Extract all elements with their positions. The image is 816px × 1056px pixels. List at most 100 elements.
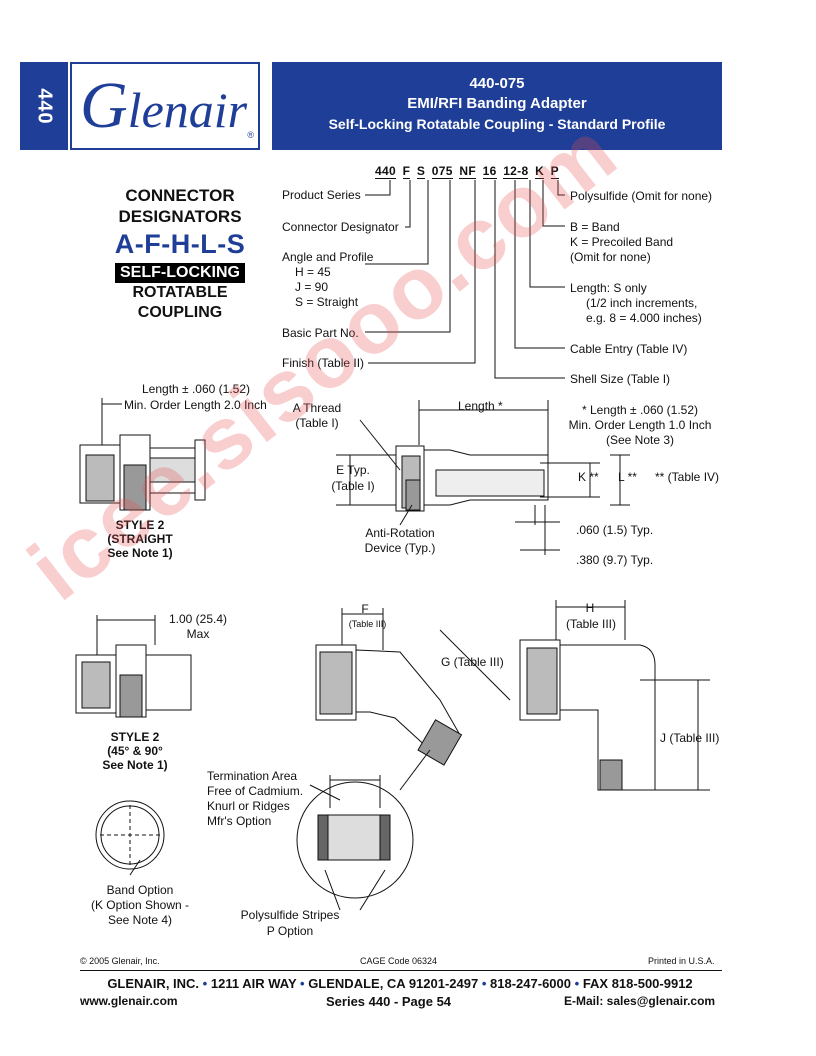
self-locking-badge: SELF-LOCKING — [115, 263, 245, 283]
band-option-line2: (K Option Shown - — [90, 898, 190, 912]
note-length-tol: * Length ± .060 (1.52) — [582, 403, 698, 417]
band-option-line1: Band Option — [106, 883, 174, 897]
footer-bullet: • — [300, 976, 305, 991]
pn-cable: 12-8 — [503, 164, 529, 179]
polysulfide-stripes-line1: Polysulfide Stripes — [240, 908, 340, 922]
label-cable-entry: Cable Entry (Table IV) — [570, 342, 688, 356]
label-angle-j: J = 90 — [295, 280, 329, 294]
label-g: G (Table III) — [441, 655, 504, 669]
band-option-line3: See Note 4) — [107, 913, 173, 927]
label-k-band: K = Precoiled Band — [570, 235, 674, 249]
label-anti-rotation: Anti-Rotation — [365, 526, 435, 540]
style-straight-caption: STYLE 2 (STRAIGHT See Note 1) — [90, 518, 190, 560]
label-band-omit: (Omit for none) — [570, 250, 651, 264]
pn-shell: 16 — [482, 164, 497, 179]
style-straight-line2: (STRAIGHT — [107, 532, 173, 546]
designator-line3: ROTATABLE — [132, 284, 228, 301]
section-tab: 440 — [20, 62, 68, 150]
footer-rule — [80, 970, 722, 971]
product-title: EMI/RFI Banding Adapter — [407, 95, 587, 112]
title-banner: 440-075 EMI/RFI Banding Adapter Self-Loc… — [272, 62, 722, 150]
style-angle-caption: STYLE 2 (45° & 90° See Note 1) — [85, 730, 185, 772]
label-connector-designator: Connector Designator — [282, 220, 399, 234]
label-h-table: (Table III) — [565, 617, 616, 631]
dim-380: .380 (9.7) Typ. — [576, 553, 654, 567]
pn-designator: F — [402, 164, 411, 179]
note-min-order: Min. Order Length 1.0 Inch — [568, 418, 712, 432]
label-angle-s: S = Straight — [295, 295, 359, 309]
footer-city: GLENDALE, CA 91201-2497 — [308, 976, 479, 991]
footer-company: GLENAIR, INC. — [107, 976, 200, 991]
style-angle-line3: See Note 1) — [102, 758, 168, 772]
logo-rest: lenair — [127, 82, 248, 138]
pn-poly: P — [550, 164, 559, 179]
pn-band: K — [535, 164, 545, 179]
label-length-s: Length: S only — [570, 281, 647, 295]
designator-codes: A-F-H-L-S — [114, 229, 246, 259]
connector-designators: CONNECTOR DESIGNATORS A-F-H-L-S SELF-LOC… — [80, 185, 280, 323]
glenair-logo: Glenair ® — [70, 62, 260, 150]
pn-series: 440 — [375, 164, 396, 179]
angle-45-drawing — [315, 608, 511, 766]
callout-lines-right — [494, 180, 565, 379]
footer-bullet: • — [481, 976, 487, 991]
label-product-series: Product Series — [282, 188, 361, 202]
footer-address: 1211 AIR WAY — [210, 976, 297, 991]
label-polysulfide: Polysulfide (Omit for none) — [570, 189, 713, 203]
pn-basic: 075 — [431, 164, 453, 179]
label-anti-rotation-device: Device (Typ.) — [364, 541, 436, 555]
termination-line4: Mfr's Option — [207, 814, 272, 828]
note-see-note: (See Note 3) — [605, 433, 675, 447]
label-length-example: e.g. 8 = 4.000 inches) — [586, 311, 702, 325]
label-a-thread: A Thread — [292, 401, 342, 415]
pn-angle: S — [416, 164, 426, 179]
straight-min-order: Min. Order Length 2.0 Inch — [124, 398, 267, 412]
label-finish: Finish (Table II) — [282, 356, 365, 370]
termination-line2: Free of Cadmium. — [207, 784, 304, 798]
angle-90-drawing — [519, 600, 710, 791]
band-option-drawing — [95, 800, 165, 876]
label-e-typ: E Typ. — [336, 463, 370, 477]
part-series-title: 440-075 — [469, 75, 525, 92]
label-table-iv: ** (Table IV) — [655, 470, 720, 484]
style-angle-line1: STYLE 2 — [110, 730, 160, 744]
termination-line3: Knurl or Ridges — [207, 799, 290, 813]
footer-copyright: © 2005 Glenair, Inc. — [80, 956, 160, 966]
label-j: J (Table III) — [660, 731, 720, 745]
label-angle-h: H = 45 — [295, 265, 331, 279]
callout-lines-left — [365, 180, 476, 364]
product-subtitle: Self-Locking Rotatable Coupling - Standa… — [328, 116, 666, 132]
footer-email[interactable]: E-Mail: sales@glenair.com — [564, 994, 716, 1008]
angle-dim: 1.00 (25.4) — [168, 612, 228, 626]
straight-length-dim: Length ± .060 (1.52) — [142, 382, 250, 396]
footer-contact-line: GLENAIR, INC. • 1211 AIR WAY • GLENDALE,… — [80, 976, 720, 991]
footer-website[interactable]: www.glenair.com — [80, 994, 178, 1008]
termination-detail-drawing — [296, 749, 431, 911]
footer-bullet: • — [574, 976, 580, 991]
angle-dim-max: Max — [186, 627, 210, 641]
footer-fax: FAX 818-500-9912 — [582, 976, 693, 991]
style-angle-drawing — [75, 615, 192, 718]
style-straight-line1: STYLE 2 — [115, 518, 165, 532]
main-straight-drawing — [336, 400, 630, 555]
polysulfide-stripes-line2: P Option — [266, 924, 314, 938]
label-e-table: (Table I) — [331, 479, 375, 493]
style-straight-line3: See Note 1) — [107, 546, 173, 560]
footer-page: Series 440 - Page 54 — [326, 994, 452, 1009]
style-straight-drawing — [79, 398, 206, 511]
label-length: Length * — [458, 399, 503, 413]
termination-line1: Termination Area — [207, 769, 298, 783]
footer-phone: 818-247-6000 — [490, 976, 571, 991]
label-b-band: B = Band — [570, 220, 620, 234]
part-number-example: 440 F S 075 NF 16 12-8 K P — [375, 164, 562, 179]
label-angle-profile: Angle and Profile — [282, 250, 374, 264]
label-k: K ** — [578, 470, 599, 484]
footer-cage: CAGE Code 06324 — [360, 956, 438, 966]
designator-line2: DESIGNATORS — [118, 207, 242, 226]
designator-line4: COUPLING — [137, 304, 223, 321]
dim-060: .060 (1.5) Typ. — [576, 523, 654, 537]
logo-cap: G — [80, 69, 128, 142]
pn-finish: NF — [459, 164, 476, 179]
footer-printed: Printed in U.S.A. — [648, 956, 715, 966]
